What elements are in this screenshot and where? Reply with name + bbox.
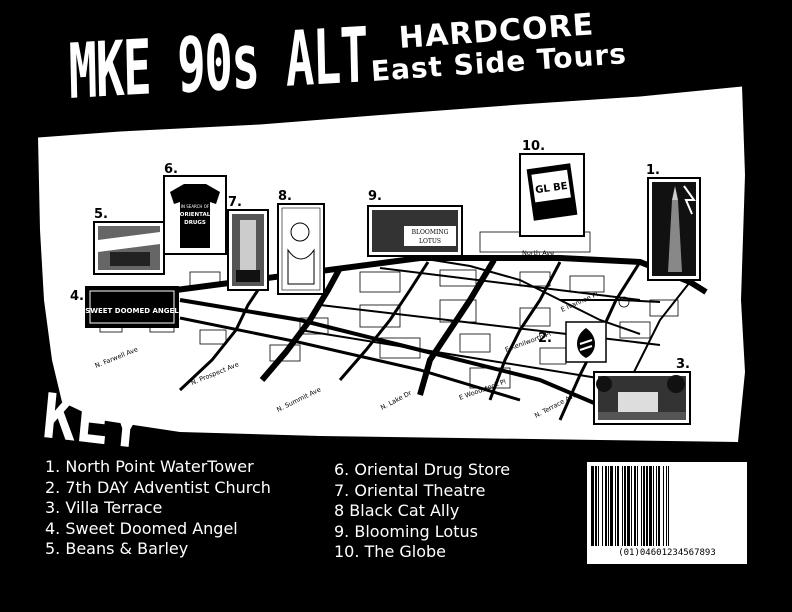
key-item: 10. The Globe: [334, 542, 447, 561]
barcode-bar: [591, 466, 594, 546]
marker-1: 1.: [646, 163, 660, 178]
thumbnail-black-cat-alley: [277, 203, 325, 295]
page-title: MKE 90s ALT: [67, 10, 369, 116]
thumbnail-oriental-theatre: [227, 209, 269, 291]
barcode-bar: [624, 466, 626, 546]
key-item: 5. Beans & Barley: [45, 539, 189, 558]
barcode-bar: [595, 466, 597, 546]
key-title: KEY: [39, 379, 147, 464]
barcode-bar: [646, 466, 648, 546]
barcode-bar: [608, 466, 609, 546]
key-list-left: 1. North Point WaterTower 2. 7th DAY Adv…: [45, 457, 271, 560]
thumbnail-oriental-drugs-shirt: IN SEARCH OF ORIENTAL DRUGS: [163, 175, 227, 255]
thumbnail-water-tower: [647, 177, 701, 281]
barcode-bar: [666, 466, 667, 546]
barcode-bar: [643, 466, 645, 546]
marker-7: 7.: [228, 195, 242, 210]
building-blocks: [99, 231, 679, 405]
barcode-bar: [622, 466, 623, 546]
thumbnail-blooming-lotus: BLOOMING LOTUS: [367, 205, 463, 257]
barcode-bar: [615, 466, 616, 546]
key-item: 3. Villa Terrace: [45, 498, 163, 517]
thumbnail-villa: [593, 371, 691, 425]
marker-2: 2.: [538, 331, 552, 346]
marker-6: 6.: [164, 162, 178, 177]
map-markers: 1. 2. 3. 4. 5. 6. 7. 8. 9. 10.: [70, 139, 690, 372]
thumbnail-church: [565, 321, 607, 363]
barcode-bar: [653, 466, 654, 546]
barcode-bar: [641, 466, 642, 546]
thumbnail-sweet-doomed-angel: SWEET DOOMED ANGEL: [85, 286, 179, 328]
thumbnail-beans-barley: [93, 221, 165, 275]
barcode-bar: [649, 466, 652, 546]
street-north-ave: North Ave: [522, 249, 554, 257]
barcode-bar: [658, 466, 660, 546]
barcode-bar: [634, 466, 636, 546]
key-item: 7. Oriental Theatre: [334, 480, 486, 500]
marker-4: 4.: [70, 289, 84, 304]
svg-text:SWEET DOOMED ANGEL: SWEET DOOMED ANGEL: [85, 307, 179, 315]
barcode-bar: [610, 466, 613, 546]
marker-3: 3.: [676, 357, 690, 372]
barcode-bar: [637, 466, 638, 546]
svg-text:BLOOMING: BLOOMING: [412, 229, 449, 236]
barcode-bar: [602, 466, 603, 546]
svg-text:ORIENTAL: ORIENTAL: [180, 212, 211, 218]
svg-text:LOTUS: LOTUS: [419, 238, 441, 245]
barcode-bar: [631, 466, 632, 546]
barcode-bar: [617, 466, 619, 546]
barcode: [587, 462, 747, 564]
barcode-bar: [605, 466, 607, 546]
key-item: 1. North Point WaterTower: [45, 457, 254, 476]
barcode-bar: [668, 466, 669, 546]
marker-8: 8.: [278, 189, 292, 204]
svg-text:GL BE: GL BE: [535, 181, 569, 196]
barcode-bar: [656, 466, 657, 546]
key-item: 2. 7th DAY Adventist Church: [45, 477, 271, 497]
marker-5: 5.: [94, 207, 108, 222]
key-list-right: 6. Oriental Drug Store 7. Oriental Theat…: [334, 460, 510, 563]
barcode-bar: [598, 466, 599, 546]
svg-text:IN SEARCH OF: IN SEARCH OF: [181, 204, 210, 209]
marker-10: 10.: [522, 139, 545, 154]
key-item: 6. Oriental Drug Store: [334, 460, 511, 479]
thumbnail-the-globe: GL BE: [519, 153, 585, 237]
svg-text:DRUGS: DRUGS: [184, 220, 206, 226]
barcode-digits: (01)04601234567893: [618, 548, 716, 558]
barcode-bar: [627, 466, 630, 546]
key-item: 4. Sweet Doomed Angel: [45, 518, 238, 538]
barcode-bar: [663, 466, 664, 546]
marker-9: 9.: [368, 189, 382, 204]
key-item: 8 Black Cat Ally: [334, 501, 460, 520]
key-item: 9. Blooming Lotus: [334, 521, 478, 541]
